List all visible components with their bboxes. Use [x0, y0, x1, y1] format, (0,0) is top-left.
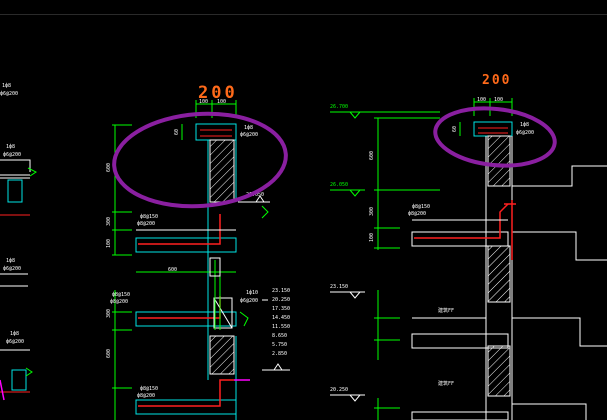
- elevation: 2.850: [272, 351, 287, 357]
- elevation: 20.250: [272, 297, 290, 303]
- elevation: 17.350: [272, 306, 290, 312]
- handwritten-label-left: 200: [198, 83, 238, 103]
- label-1: 建筑FF: [438, 307, 454, 314]
- far-left-tag: 1ф8: [6, 144, 15, 150]
- dim-600: 600: [168, 267, 177, 273]
- rebar-slab2: ф8@200: [137, 221, 155, 227]
- right-section-detail[interactable]: 26.700 600 300 100 26.050 100 100 60 1ф8…: [330, 97, 607, 420]
- dim-300: 300: [106, 217, 112, 226]
- rebar-mid-a: ф8@150: [112, 292, 130, 298]
- dim-cap: 60: [174, 129, 180, 135]
- label-2: 建筑FF: [438, 380, 454, 387]
- rebar-mid-b: ф8@200: [110, 299, 128, 305]
- rebar-mid-c: 1ф10: [246, 290, 258, 296]
- elevation: 23.150: [272, 288, 290, 294]
- elevation: 8.650: [272, 333, 287, 339]
- rebar-cap-top: 1ф8: [244, 125, 253, 131]
- rebar-mid-d: ф6@200: [240, 298, 258, 304]
- rebar-cap-bot: ф6@200: [240, 132, 258, 138]
- highlight-circle-left: [112, 111, 288, 209]
- left-section-detail[interactable]: 600 300 100 100 100 60 1ф8 ф6@200 26.050…: [106, 99, 290, 420]
- far-left-tag: ф6@200: [3, 266, 21, 272]
- rebar-low: ф8@150: [140, 386, 158, 392]
- elev-b: 26.050: [330, 182, 348, 188]
- far-left-tag: ф6@200: [0, 91, 18, 97]
- dim-wall: 600: [106, 163, 112, 172]
- rebar-b-right: ф8@200: [408, 211, 426, 217]
- rebar-low2: ф8@200: [137, 393, 155, 399]
- elevation: 5.750: [272, 342, 287, 348]
- dim-100-right: 100: [369, 233, 375, 242]
- elev-d: 20.250: [330, 387, 348, 393]
- dim-300-mid: 300: [106, 309, 112, 318]
- elevation-list: 23.150 20.250 17.350 14.450 11.550 8.650…: [262, 288, 290, 371]
- far-left-fragments: 1ф8 ф6@200 1ф8 ф6@200 1ф8 ф6@200 1ф8 ф6@…: [0, 83, 37, 401]
- elev-top: 26.700: [330, 104, 348, 110]
- elevation: 11.550: [272, 324, 290, 330]
- far-left-tag: 1ф8: [10, 331, 19, 337]
- dim-top-1: 100: [199, 99, 208, 105]
- rebar-slab: ф8@150: [140, 214, 158, 220]
- dim-top-r2: 100: [494, 97, 503, 103]
- far-left-tag: 1ф8: [2, 83, 11, 89]
- rebar-cap-top-right: 1ф8: [520, 122, 529, 128]
- elevation: 14.450: [272, 315, 290, 321]
- dim-600-right: 600: [369, 151, 375, 160]
- elev-c: 23.150: [330, 284, 348, 290]
- elev-a: 26.050: [246, 192, 264, 198]
- dim-300-right: 300: [369, 207, 375, 216]
- far-left-tag: ф6@200: [3, 152, 21, 158]
- dim-100: 100: [106, 239, 112, 248]
- far-left-tag: 1ф8: [6, 258, 15, 264]
- dim-600-mid: 600: [106, 349, 112, 358]
- highlight-circle-right: [433, 106, 557, 168]
- handwritten-label-right: 200: [482, 73, 511, 88]
- rebar-a-right: ф8@150: [412, 204, 430, 210]
- dim-top-r1: 100: [477, 97, 486, 103]
- dim-cap-right: 60: [452, 126, 458, 132]
- far-left-tag: ф6@200: [6, 339, 24, 345]
- rebar-cap-bot-right: ф6@200: [516, 130, 534, 136]
- top-divider: [0, 14, 607, 15]
- dim-top-2: 100: [217, 99, 226, 105]
